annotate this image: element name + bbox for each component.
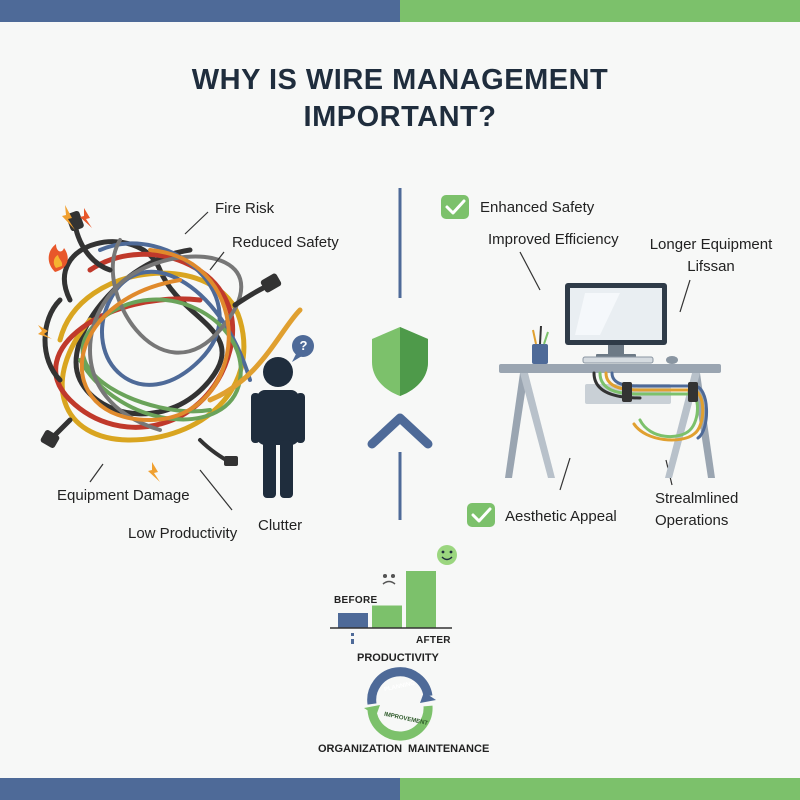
frown-face-icon — [382, 573, 396, 585]
pencil-cup-icon — [532, 325, 549, 364]
label-streamlined-line1: Strealmlined — [655, 490, 739, 507]
question-bubble-icon — [292, 335, 314, 362]
top-band-green — [400, 0, 800, 22]
down-arrow-icon — [351, 633, 354, 644]
productivity-chart — [330, 571, 452, 629]
chevron-up-icon — [367, 413, 433, 449]
spark-icon — [38, 205, 160, 482]
chart-bar-1 — [372, 605, 402, 628]
cycle-label-maintenance: MAINTENANCE — [408, 743, 490, 755]
label-longer-equipment-line2: Lifssan — [687, 258, 735, 275]
check-icon — [441, 195, 469, 219]
callout-lines-left — [89, 211, 233, 511]
title-line-2: IMPORTANT? — [303, 101, 497, 133]
bottom-band-blue — [0, 778, 400, 800]
label-enhanced-safety: Enhanced Safety — [480, 199, 595, 216]
chart-caption: PRODUCTIVITY — [357, 652, 439, 664]
label-streamlined-operations: Strealmlined Operations — [655, 490, 738, 530]
check-icon — [467, 503, 495, 527]
mouse-icon — [666, 356, 678, 364]
shield-icon — [372, 327, 428, 396]
monitor-icon — [565, 283, 667, 358]
question-mark-text: ? — [299, 338, 308, 353]
cycle-arrowhead-top — [420, 692, 436, 703]
keyboard-icon — [582, 356, 654, 364]
label-longer-equipment-line1: Longer Equipment — [649, 236, 773, 253]
chart-bar-0 — [338, 613, 368, 628]
tangled-wires-icon — [42, 222, 303, 464]
bottom-band-green — [400, 778, 800, 800]
cycle-arrow-top — [367, 667, 433, 705]
label-equipment-damage: Equipment Damage — [57, 487, 190, 504]
label-longer-equipment: Longer Equipment Lifssan — [647, 236, 775, 276]
cycle-top-text: PLANNING — [384, 681, 416, 693]
bottom-color-band — [0, 778, 800, 800]
title-line-1: WHY IS WIRE MANAGEMENT — [191, 64, 609, 96]
chart-bar-2 — [406, 571, 436, 628]
cycle-arrowhead-bottom — [364, 705, 380, 716]
label-fire-risk: Fire Risk — [215, 200, 275, 217]
top-band-blue — [0, 0, 400, 22]
fire-icon — [48, 244, 68, 272]
label-aesthetic-appeal: Aesthetic Appeal — [505, 508, 617, 525]
top-color-band — [0, 0, 800, 22]
label-clutter: Clutter — [258, 517, 303, 534]
cycle-bottom-text: IMPROVEMENT — [383, 712, 428, 727]
label-streamlined-line2: Operations — [655, 512, 729, 529]
chart-label-after: AFTER — [416, 635, 451, 646]
label-improved-efficiency: Improved Efficiency — [488, 231, 619, 248]
label-reduced-safety: Reduced Safety — [232, 234, 339, 251]
page-title: WHY IS WIRE MANAGEMENT IMPORTANT? — [0, 62, 800, 136]
cycle-diagram: PLANNING IMPROVEMENT — [364, 667, 436, 741]
organized-cables-icon — [592, 371, 709, 442]
cycle-arrow-bottom — [367, 705, 433, 741]
confused-person-icon — [251, 357, 305, 498]
smiley-icon — [437, 545, 457, 565]
cycle-label-organization: ORGANIZATION — [318, 743, 403, 755]
label-low-productivity: Low Productivity — [128, 525, 238, 542]
chart-label-before: BEFORE — [334, 595, 378, 606]
